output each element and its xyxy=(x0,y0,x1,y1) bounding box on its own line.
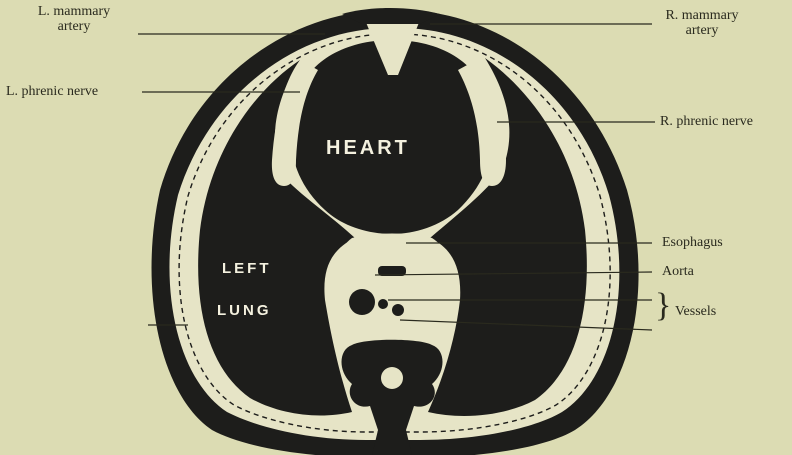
label-left-lung-line2: LUNG xyxy=(217,302,272,319)
label-r-phrenic-nerve: R. phrenic nerve xyxy=(660,114,753,129)
aorta-mark xyxy=(349,289,375,315)
label-vessels: Vessels xyxy=(675,304,716,319)
label-aorta: Aorta xyxy=(662,264,694,279)
vessels-brace: } xyxy=(655,289,671,323)
label-heart: HEART xyxy=(326,137,410,160)
label-l-phrenic-nerve: L. phrenic nerve xyxy=(6,84,98,99)
vessel-mark-1 xyxy=(378,299,388,309)
label-left-lung-line1: LEFT xyxy=(222,260,272,277)
label-r-mammary-artery: R. mammary artery xyxy=(652,8,752,38)
vessel-mark-2 xyxy=(392,304,404,316)
label-esophagus: Esophagus xyxy=(662,235,723,250)
label-l-mammary-line1: L. mammary xyxy=(30,4,118,19)
label-r-mammary-line2: artery xyxy=(652,23,752,38)
label-l-mammary-line2: artery xyxy=(30,19,118,34)
vertebral-canal xyxy=(381,367,403,389)
label-r-mammary-line1: R. mammary xyxy=(652,8,752,23)
label-l-mammary-artery: L. mammary artery xyxy=(30,4,118,34)
